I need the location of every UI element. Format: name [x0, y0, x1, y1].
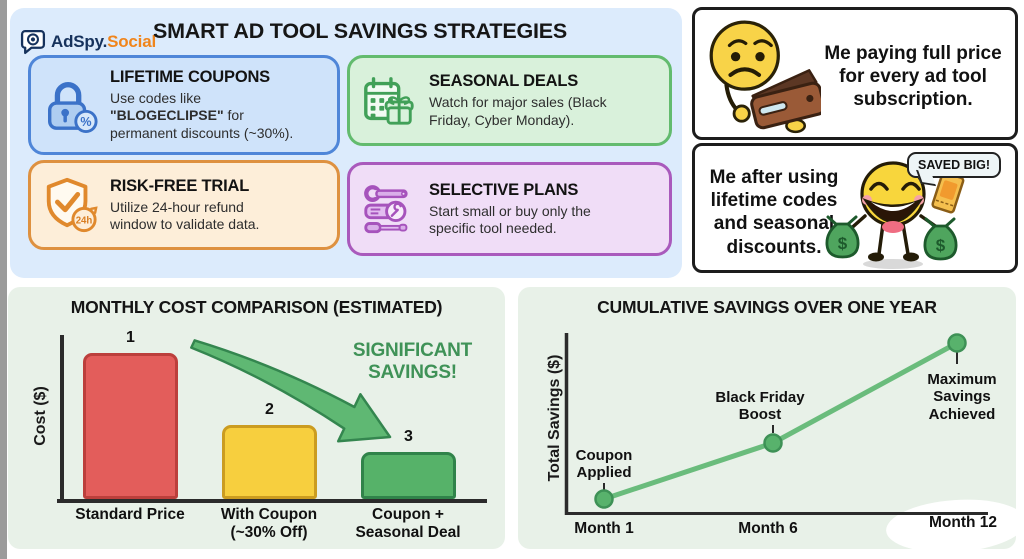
y-axis — [60, 335, 64, 501]
page-title: SMART AD TOOL SAVINGS STRATEGIES — [152, 19, 568, 43]
card-body: Use codes like "BLOGECLIPSE" for permane… — [110, 90, 300, 142]
significant-savings-label: SIGNIFICANT SAVINGS! — [352, 340, 473, 384]
coupon-code: "BLOGECLIPSE" — [110, 107, 224, 124]
strategies-panel: AdSpy.Social SMART AD TOOL SAVINGS STRAT… — [10, 8, 682, 278]
card-body: Start small or buy only the specific too… — [429, 202, 591, 236]
bar-chart-panel: MONTHLY COST COMPARISON (ESTIMATED) Cost… — [8, 287, 505, 549]
sad-emoji-empty-wallet-icon — [709, 20, 821, 134]
brand-name: AdSpy. — [51, 31, 108, 51]
data-point-marker — [594, 489, 614, 509]
bar-standard-price — [83, 353, 178, 499]
bar-chart-title: MONTHLY COST COMPARISON (ESTIMATED) — [70, 297, 443, 317]
dollar-glyph: $ — [936, 236, 946, 255]
tools-icon — [364, 185, 408, 234]
bar-with-coupon — [222, 425, 317, 499]
happy-emoji-money-bags-icon: $ $ — [825, 161, 965, 269]
card-title: RISK-FREE TRIAL — [110, 176, 250, 195]
data-point-marker — [947, 333, 967, 353]
line-chart-panel: CUMULATIVE SAVINGS OVER ONE YEAR Total S… — [518, 287, 1016, 549]
meme-before-caption: Me paying full price for every ad tool s… — [824, 43, 1002, 111]
strategy-card-risk-free-trial: 24h RISK-FREE TRIAL Utilize 24-hour refu… — [28, 160, 340, 250]
card-title: SELECTIVE PLANS — [429, 180, 579, 199]
point-annotation: Coupon Applied — [575, 447, 633, 482]
savings-line-chart — [564, 333, 988, 515]
strategy-card-selective-plans: SELECTIVE PLANS Start small or buy only … — [347, 162, 672, 256]
screen-edge-strip — [0, 0, 7, 559]
x-tick-label: Month 12 — [928, 514, 998, 531]
percent-glyph: % — [80, 115, 91, 129]
logo-text: AdSpy.Social — [51, 32, 156, 52]
body-text: Use codes like — [110, 89, 202, 106]
line-chart-title: CUMULATIVE SAVINGS OVER ONE YEAR — [597, 297, 937, 317]
speech-bubble: SAVED BIG! — [907, 152, 1001, 178]
24h-glyph: 24h — [76, 215, 93, 226]
shield-24h-icon: 24h — [46, 177, 98, 233]
lock-percent-icon: % — [48, 82, 98, 134]
strategy-card-seasonal-deals: SEASONAL DEALS Watch for major sales (Bl… — [347, 55, 672, 146]
meme-after-box: Me after using lifetime codes and season… — [692, 143, 1018, 273]
brand-suffix: Social — [107, 31, 156, 51]
x-tick-label: Month 1 — [574, 520, 634, 537]
bar-number: 2 — [265, 401, 274, 418]
body-text: for permanent discounts (~30%). — [110, 107, 294, 141]
point-annotation: Maximum Savings Achieved — [927, 371, 997, 423]
card-title: LIFETIME COUPONS — [110, 67, 270, 86]
meme-after-caption: Me after using lifetime codes and season… — [709, 167, 839, 258]
x-tick-label: Month 6 — [738, 520, 798, 537]
card-body: Utilize 24-hour refund window to validat… — [110, 198, 260, 232]
dollar-glyph: $ — [838, 234, 848, 253]
eye-chat-bubble-icon — [20, 29, 46, 55]
card-title: SEASONAL DEALS — [429, 72, 579, 91]
category-label: With Coupon (~30% Off) — [220, 506, 318, 541]
bar-coupon-seasonal — [361, 452, 456, 499]
savings-arrow-icon — [190, 339, 392, 443]
x-axis — [57, 499, 487, 503]
strategy-card-lifetime-coupons: % LIFETIME COUPONS Use codes like "BLOGE… — [28, 55, 340, 155]
calendar-gift-icon — [364, 76, 414, 125]
point-annotation: Black Friday Boost — [715, 389, 805, 424]
bar-number: 1 — [126, 329, 135, 346]
data-point-marker — [763, 433, 783, 453]
adspy-logo: AdSpy.Social — [20, 28, 156, 55]
card-body: Watch for major sales (Black Friday, Cyb… — [429, 94, 607, 128]
category-label: Coupon + Seasonal Deal — [355, 506, 461, 541]
meme-before-box: Me paying full price for every ad tool s… — [692, 7, 1018, 140]
category-label: Standard Price — [75, 506, 185, 523]
bar-number: 3 — [404, 428, 413, 445]
